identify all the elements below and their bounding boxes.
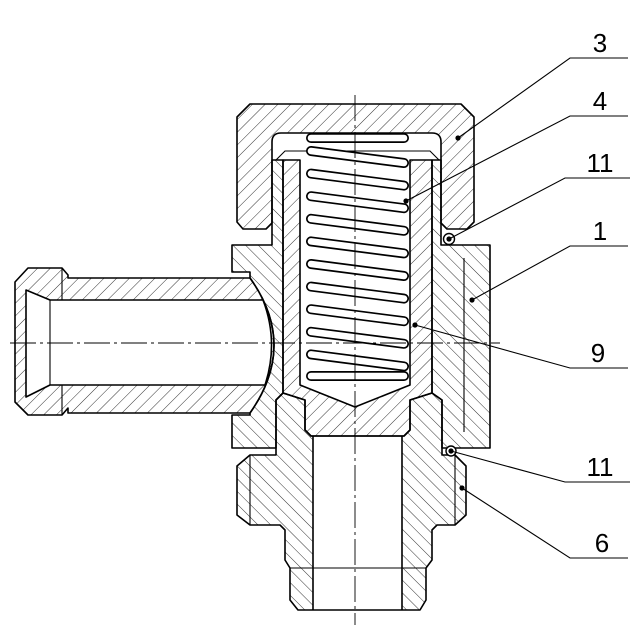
lower-fitting-hex-edges <box>249 455 456 569</box>
callout-1: 1 <box>469 216 628 303</box>
spring-coil <box>306 304 409 327</box>
spring-coil <box>306 236 409 259</box>
leader-line <box>405 115 628 202</box>
leader-line <box>414 324 628 369</box>
spring <box>306 133 409 381</box>
leader-line <box>461 487 628 559</box>
spring-wire-core <box>307 283 408 302</box>
callout-label: 9 <box>591 338 605 368</box>
spring-wire-core <box>307 305 408 325</box>
callout-9: 9 <box>412 322 628 369</box>
callout-label: 4 <box>593 86 607 116</box>
callout-6: 6 <box>459 485 628 559</box>
spring-coil <box>306 213 409 236</box>
spring-coil <box>306 259 409 281</box>
callout-label: 11 <box>587 148 614 178</box>
leader-line <box>471 245 628 301</box>
spring-wire-core <box>307 238 408 257</box>
callout-label: 11 <box>587 452 614 482</box>
spring-wire-core <box>307 192 408 212</box>
spring-wire-core <box>307 351 408 370</box>
lower-fitting <box>236 392 467 611</box>
spring-coil <box>306 168 409 191</box>
callout-label: 1 <box>593 216 607 246</box>
callout-4: 4 <box>403 86 628 204</box>
spring-coil <box>306 281 409 304</box>
spring-wire-core <box>307 170 408 189</box>
leader-line <box>450 450 630 483</box>
side-pipe-nut-edge <box>49 268 63 415</box>
callout-3: 3 <box>455 28 628 141</box>
leader-line <box>448 177 630 240</box>
callout-label: 6 <box>595 528 609 558</box>
spring-coil <box>306 326 409 349</box>
side-pipe <box>14 267 275 416</box>
spring-coil <box>306 349 409 372</box>
callout-11-lower: 11 <box>448 448 630 483</box>
spring-cup-rim <box>275 150 440 161</box>
spring-coil <box>306 191 409 214</box>
callout-label: 3 <box>593 28 607 58</box>
spring-coil <box>306 146 409 168</box>
callout-11-upper: 11 <box>446 148 630 242</box>
spring-wire-core <box>307 215 408 235</box>
leader-line <box>457 57 628 139</box>
spring-wire-core <box>307 147 408 167</box>
spring-wire-core <box>307 260 408 280</box>
spring-wire-core <box>307 328 408 348</box>
